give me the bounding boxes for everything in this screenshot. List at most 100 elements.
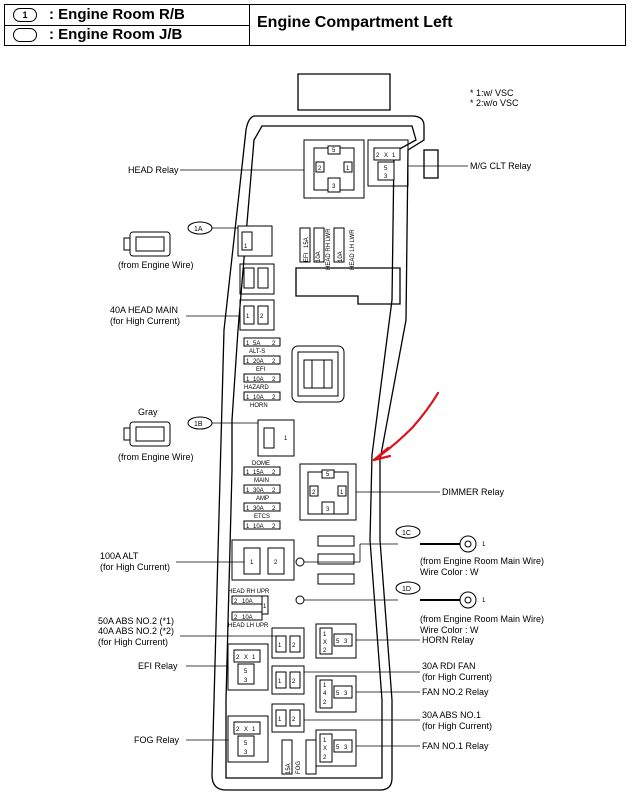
fuse-etcs-pin1: 1 (246, 524, 250, 530)
efi-pin-3: 3 (244, 678, 248, 684)
rdi-fan-fuse: 1 2 (271, 665, 305, 695)
head-main-pin-1: 1 (246, 314, 250, 320)
efi-relay-label: EFI Relay (138, 661, 178, 671)
fuse-hazard-pin1: 1 (246, 377, 250, 383)
abs1-pin-1: 1 (278, 717, 282, 723)
mgclt-pin-1: 1 (392, 153, 396, 159)
fan1-relay-label: FAN NO.1 Relay (422, 741, 489, 751)
head-rh-upr-label: HEAD RH UPR (228, 589, 270, 595)
dimmer-pin-1: 1 (340, 490, 344, 496)
connector-1b-label: (from Engine Wire) (118, 452, 194, 462)
head-lwr-fuse-amp-2: 10A (338, 251, 344, 262)
mgclt-pin-5: 5 (384, 166, 388, 172)
legend-symbol-blank (13, 28, 37, 42)
horn-relay: 1 X 2 5 3 (315, 623, 357, 659)
conn1a-pin: 1 (244, 244, 248, 250)
horn-pin-x: X (323, 640, 327, 646)
fuse-main-pin1: 1 (246, 488, 250, 494)
fuse-main-amp: 30A (253, 488, 264, 494)
head-lh-lwr-label: HEAD LH LWR (350, 229, 356, 270)
head-relay-pin-2: 2 (318, 166, 322, 172)
head-lwr-fuse-amp: 10A (316, 251, 322, 262)
fan1-relay: 1 X 2 5 3 (315, 729, 357, 767)
efi-pin-5: 5 (244, 669, 248, 675)
alt-label: 100A ALT (100, 551, 139, 561)
connector-1b-tag: 1B (194, 421, 203, 428)
page-title: Engine Compartment Left (257, 14, 453, 31)
fuse-amp-pin1: 1 (246, 506, 250, 512)
note-vsc-1: * 1:w/ VSC (470, 88, 514, 98)
fan2-pin-3: 3 (344, 691, 348, 697)
head-rh-lwr-label: HEAD RH LWR (326, 228, 332, 270)
header-legend: 1 : Engine Room R/B : Engine Room J/B (5, 5, 250, 45)
head-main-sub: (for High Current) (110, 316, 180, 326)
horn-pin-5: 5 (336, 639, 340, 645)
connector-1d-color: Wire Color : W (420, 625, 479, 635)
head-lh-upr-label: HEAD LH UPR (228, 623, 269, 629)
fog-pin-5: 5 (244, 741, 248, 747)
abs1-pin-2: 2 (292, 717, 296, 723)
fuse-efi-name: EFI (256, 367, 266, 373)
head-main-fuse: 1 2 (239, 299, 275, 331)
dimmer-relay-label: DIMMER Relay (442, 487, 505, 497)
fuse-hazard-pin2: 2 (272, 377, 276, 383)
red-arrow-annotation (372, 391, 440, 462)
terminal-1c-pin: 1 (482, 542, 486, 548)
fog-fuse-amp: 15A (286, 763, 292, 774)
abs2-fuse: 1 2 (271, 627, 305, 659)
terminal-1d-icon (420, 591, 477, 609)
horn-pin-2: 2 (323, 648, 327, 654)
fuse-efi-amp: 20A (253, 359, 264, 365)
fuse-etcs-amp: 10A (253, 524, 264, 530)
fog-fuse-name: FOG (296, 761, 302, 774)
fuse-dome-name: DOME (252, 461, 270, 467)
fuse-alts-pin1: 1 (246, 341, 250, 347)
fog-pin-1: 1 (252, 727, 256, 733)
connector-1c-tag: 1C (402, 530, 411, 537)
connector-1a-label: (from Engine Wire) (118, 260, 194, 270)
mgclt-pin-3: 3 (384, 174, 388, 180)
abs1-fuse: 1 2 (271, 703, 305, 733)
horn-relay-label: HORN Relay (422, 635, 475, 645)
mgclt-pin-2: 2 (376, 153, 380, 159)
rdi-pin-1: 1 (278, 679, 282, 685)
alt-fuse: 1 2 (231, 539, 295, 581)
fog-relay-label: FOG Relay (134, 735, 180, 745)
fuse-etcs-name: ETCS (254, 514, 270, 520)
fuse-amp-name: AMP (256, 496, 269, 502)
head-upr-fuses: HEAD RH UPR 2 10A 1 2 10A HEAD LH UPR (228, 589, 270, 629)
alt-pin-2: 2 (274, 560, 278, 566)
head-rh-upr-amp: 10A (242, 599, 253, 605)
connector-1d-tag: 1D (402, 586, 411, 593)
legend-text-junction-block: : Engine Room J/B (49, 26, 183, 43)
fog-relay: 2 X 1 5 3 (227, 715, 269, 763)
connector-1b-socket: 1 (257, 419, 295, 457)
fuse-dome-pin2: 2 (272, 470, 276, 476)
head-lwr-fuses: EFI 15A 10A HEAD RH LWR 10A HEAD LH LWR (299, 227, 356, 270)
fuse-amp-amp: 30A (253, 506, 264, 512)
terminal-1d-pin: 1 (482, 598, 486, 604)
abs2-pin-2: 2 (292, 643, 296, 649)
head-relay: 5 2 1 3 (303, 139, 365, 199)
connector-1a-tag: 1A (194, 226, 203, 233)
dimmer-pin-3: 3 (326, 507, 330, 513)
header-box: 1 : Engine Room R/B : Engine Room J/B En… (4, 4, 626, 46)
rdi-pin-2: 2 (292, 679, 296, 685)
fan2-pin-5: 5 (336, 691, 340, 697)
conn1b-pin: 1 (284, 436, 288, 442)
fan1-pin-1: 1 (323, 738, 327, 744)
abs2-sub: (for High Current) (98, 637, 168, 647)
rdi-fan-sub: (for High Current) (422, 672, 492, 682)
head-relay-pin-5: 5 (332, 148, 336, 154)
head-relay-label: HEAD Relay (128, 165, 179, 175)
connector-1a-icon (123, 231, 171, 257)
fuse-alts-pin2: 2 (272, 341, 276, 347)
connector-1c-label: (from Engine Room Main Wire) (420, 556, 544, 566)
legend-row-relay-block: 1 : Engine Room R/B (5, 5, 249, 26)
connector-1d-label: (from Engine Room Main Wire) (420, 614, 544, 624)
fuse-main-name: MAIN (254, 478, 269, 484)
fog-pin-x: X (244, 727, 248, 733)
abs1-label: 30A ABS NO.1 (422, 710, 481, 720)
fan2-pin-1: 1 (323, 683, 327, 689)
